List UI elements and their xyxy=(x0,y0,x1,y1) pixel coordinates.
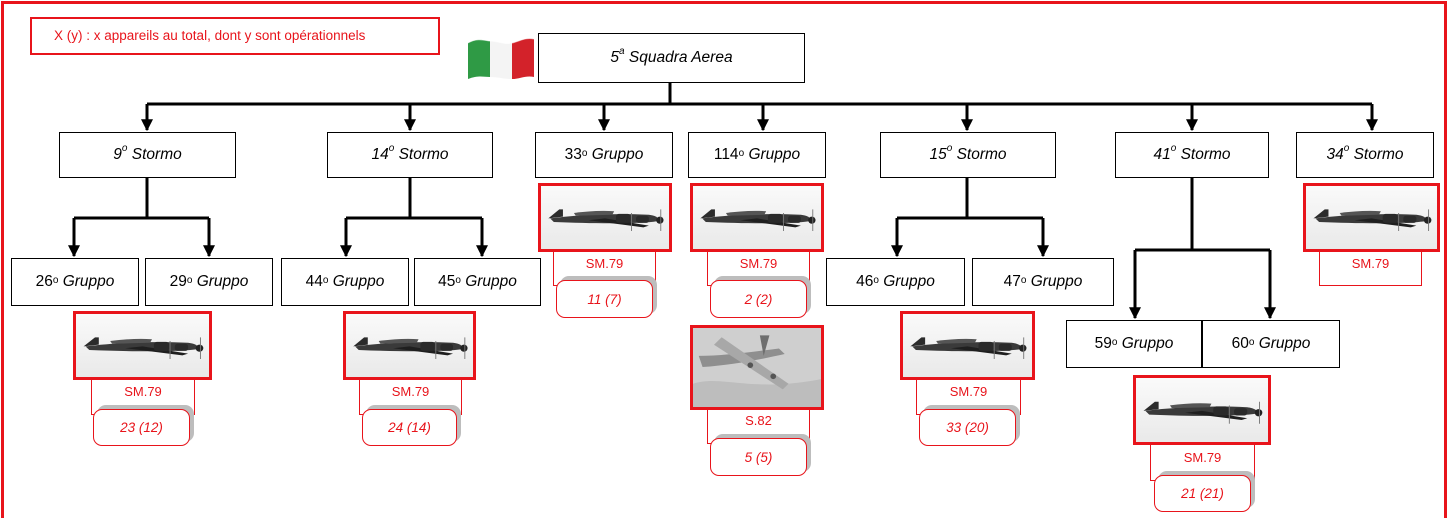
unit-name: Gruppo xyxy=(465,273,517,290)
unit-ordinal: o xyxy=(388,143,395,155)
unit-ordinal: o xyxy=(1248,336,1255,348)
sm79-bomber-photo xyxy=(538,183,672,252)
unit-ordinal: o xyxy=(581,147,588,159)
unit-ordinal: o xyxy=(1343,143,1350,155)
unit-ordinal: o xyxy=(873,274,879,286)
unit-ordinal: o xyxy=(186,274,193,286)
unit-name: Stormo xyxy=(131,146,182,164)
unit-number: 29 xyxy=(169,273,187,290)
unit-number: 46 xyxy=(856,273,874,290)
root-name: Squadra Aerea xyxy=(628,49,733,67)
aircraft-count: 33 (20) xyxy=(919,409,1016,446)
sm79-bomber-photo xyxy=(1133,375,1271,445)
unit-name: Stormo xyxy=(956,146,1007,164)
aircraft-count: 21 (21) xyxy=(1154,475,1251,512)
legend-box: X (y) : x appareils au total, dont y son… xyxy=(30,17,440,55)
aircraft-count: 11 (7) xyxy=(556,280,653,318)
aircraft-count: 2 (2) xyxy=(710,280,807,318)
unit-number: 33 xyxy=(564,146,582,163)
unit-number: 15 xyxy=(929,146,947,164)
aircraft-count: 23 (12) xyxy=(93,409,190,446)
unit-ordinal: o xyxy=(738,147,745,159)
s82-transport-photo xyxy=(690,325,824,410)
unit-name: Gruppo xyxy=(62,273,115,290)
unit-ordinal: o xyxy=(1170,143,1177,155)
unit-name: Gruppo xyxy=(332,273,385,290)
unit-number: 41 xyxy=(1153,146,1171,164)
aircraft-count: 5 (5) xyxy=(710,438,807,476)
unit-name: Gruppo xyxy=(1121,335,1174,352)
sm79-bomber-photo xyxy=(343,311,476,380)
unit-number: 26 xyxy=(35,273,53,290)
unit-41-stormo: 41o Stormo xyxy=(1115,132,1269,178)
sm79-bomber-photo xyxy=(73,311,212,380)
unit-name: Gruppo xyxy=(748,146,801,163)
unit-ordinal: o xyxy=(322,274,329,286)
unit-name: Gruppo xyxy=(196,273,249,290)
unit-15-stormo: 15o Stormo xyxy=(880,132,1056,178)
unit-number: 45 xyxy=(438,273,456,290)
unit-ordinal: o xyxy=(1020,274,1027,286)
unit-name: Gruppo xyxy=(591,146,644,163)
unit-name: Gruppo xyxy=(1030,273,1083,290)
unit-ordinal: o xyxy=(1111,336,1118,348)
unit-ordinal: o xyxy=(946,143,953,155)
unit-ordinal: o xyxy=(455,274,461,286)
aircraft-type-label: SM.79 xyxy=(1319,252,1422,286)
sm79-bomber-photo xyxy=(1303,183,1440,252)
unit-ordinal: o xyxy=(52,274,59,286)
root-squadra-aerea: 5a Squadra Aerea xyxy=(538,33,805,83)
root-number: 5 xyxy=(610,49,620,67)
unit-9-stormo: 9o Stormo xyxy=(59,132,236,178)
aircraft-count: 24 (14) xyxy=(362,409,457,446)
unit-number: 14 xyxy=(371,146,389,164)
unit-number: 34 xyxy=(1326,146,1344,164)
unit-number: 47 xyxy=(1003,273,1021,290)
unit-name: Stormo xyxy=(1353,146,1404,164)
sm79-bomber-photo xyxy=(690,183,824,252)
unit-name: Gruppo xyxy=(883,273,935,290)
unit-14-stormo: 14o Stormo xyxy=(327,132,493,178)
unit-name: Stormo xyxy=(398,146,449,164)
unit-name: Gruppo xyxy=(1258,335,1311,352)
italian-flag-icon xyxy=(467,38,535,79)
unit-ordinal: o xyxy=(121,143,128,155)
unit-number: 9 xyxy=(113,146,122,164)
unit-name: Stormo xyxy=(1180,146,1231,164)
unit-number: 60 xyxy=(1231,335,1249,352)
unit-number: 59 xyxy=(1094,335,1112,352)
unit-number: 114 xyxy=(713,146,739,163)
sm79-bomber-photo xyxy=(900,311,1035,380)
unit-34-stormo: 34o Stormo xyxy=(1296,132,1434,178)
unit-number: 44 xyxy=(305,273,323,290)
root-ordinal: a xyxy=(619,46,625,58)
